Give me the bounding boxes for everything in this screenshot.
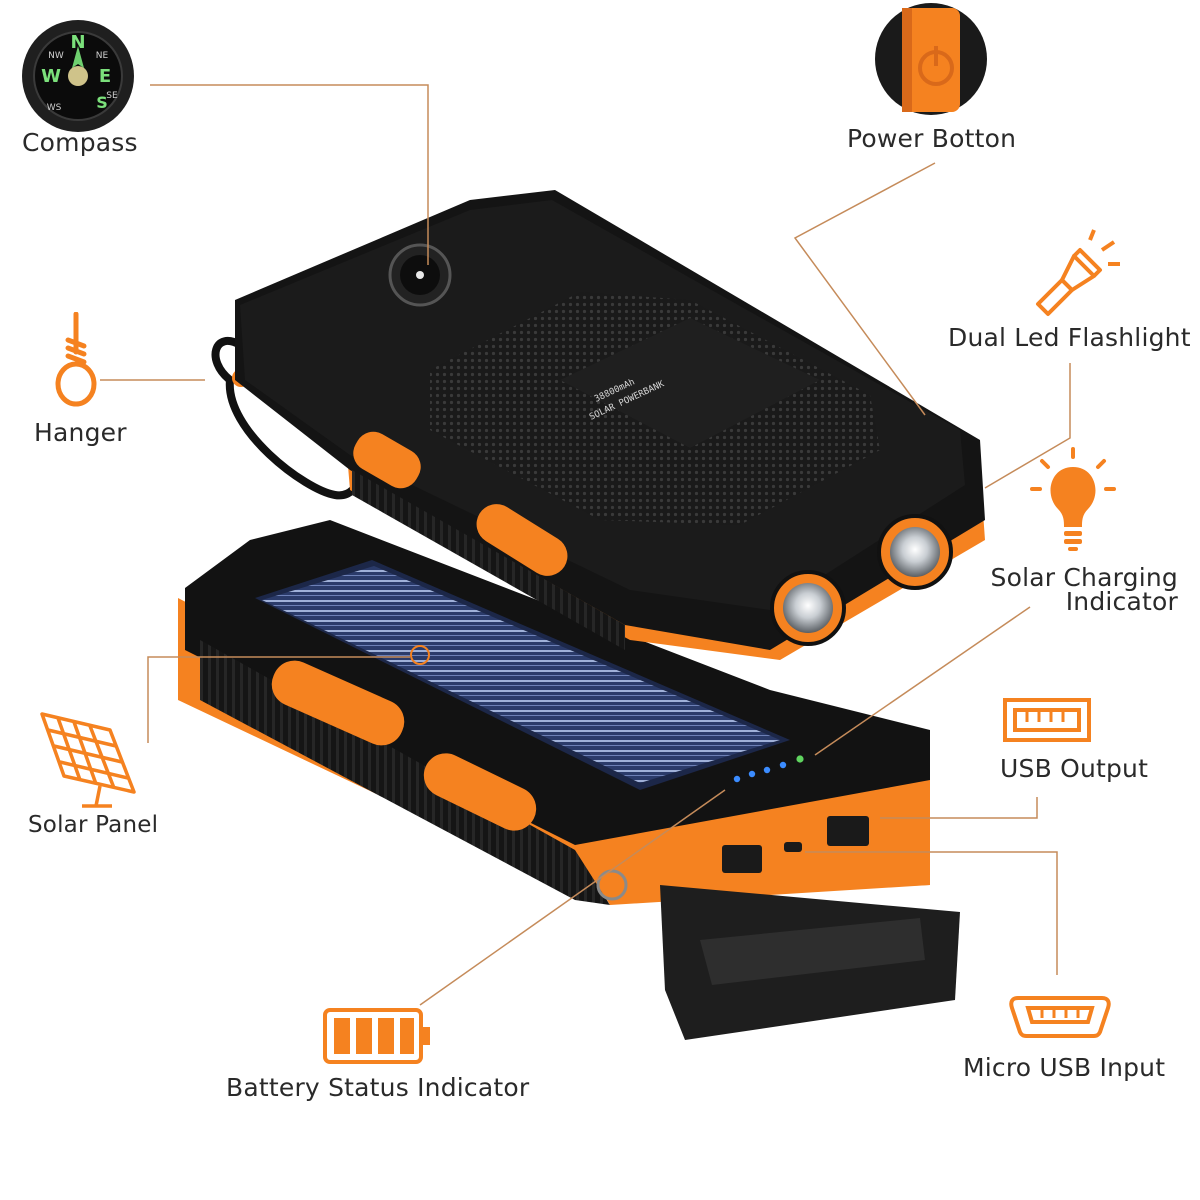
usb-ports (722, 816, 869, 873)
label-solar-panel: Solar Panel (28, 812, 159, 838)
solar-charging-led (796, 755, 804, 763)
label-battery-status-indicator: Battery Status Indicator (226, 1073, 530, 1102)
flashlight-icon (1026, 226, 1122, 322)
battery-icon (322, 1007, 432, 1065)
compass-ne: NE (96, 51, 109, 61)
flashlights (770, 514, 953, 646)
compass-nw: NW (48, 51, 64, 61)
solar-panel-cells (255, 560, 790, 790)
compass-west: W (41, 66, 61, 87)
compass-south: S (96, 93, 108, 112)
compass-sw: WS (47, 103, 62, 113)
compass-icon: N E S W NE NW SE WS (20, 18, 136, 134)
label-solar-charging-line1: Solar Charging (990, 563, 1178, 592)
powerbank-lower-unit (178, 520, 960, 1040)
powerbank-upper-unit (211, 190, 985, 660)
label-hanger: Hanger (34, 418, 127, 447)
usb-port-icon (1003, 698, 1091, 742)
compass-se: SE (106, 91, 118, 101)
battery-status-leds (733, 761, 787, 783)
power-button-icon (874, 2, 988, 116)
compass-east: E (99, 66, 111, 87)
label-dual-led-flashlight: Dual Led Flashlight (948, 323, 1191, 352)
label-micro-usb-input: Micro USB Input (963, 1053, 1166, 1082)
label-solar-charging-line2: Indicator (1065, 587, 1178, 616)
compass-north: N (70, 32, 85, 53)
label-solar-charging-indicator: Solar Charging Indicator (990, 563, 1178, 616)
callout-lines (100, 84, 1071, 1006)
hanger-rope-icon (48, 311, 104, 408)
label-power-button: Power Botton (847, 124, 1017, 153)
label-compass: Compass (22, 128, 138, 157)
light-bulb-icon (1030, 447, 1116, 553)
device-compass (388, 243, 452, 307)
solar-panel-icon (38, 710, 138, 810)
label-usb-output: USB Output (1000, 754, 1149, 783)
micro-usb-port-icon (1008, 994, 1112, 1040)
